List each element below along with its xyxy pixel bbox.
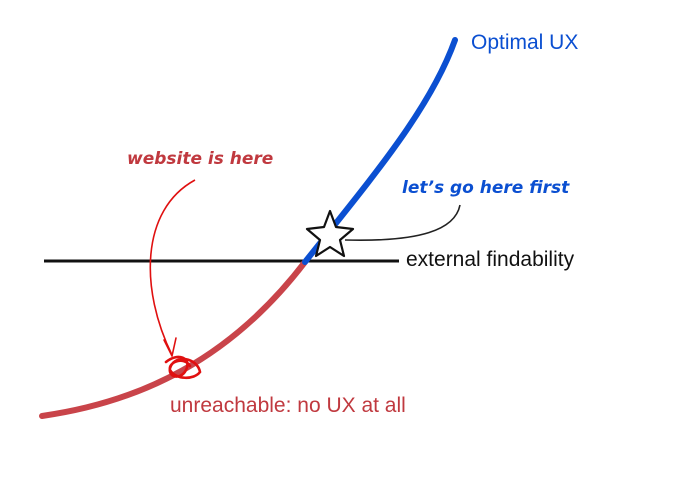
website-is-here-label: website is here	[127, 149, 273, 169]
star-icon	[305, 209, 355, 258]
unreachable-curve	[39, 259, 308, 419]
website-arrowhead	[163, 337, 177, 357]
lets-go-here-first-label: let’s go here first	[402, 178, 570, 198]
website-arrow	[149, 179, 196, 356]
scribble-mark	[164, 355, 202, 380]
optimal-ux-label: Optimal UX	[471, 31, 578, 54]
external-findability-label: external findability	[406, 248, 575, 271]
unreachable-label: unreachable: no UX at all	[170, 394, 406, 417]
first-target-arrow	[344, 204, 461, 242]
